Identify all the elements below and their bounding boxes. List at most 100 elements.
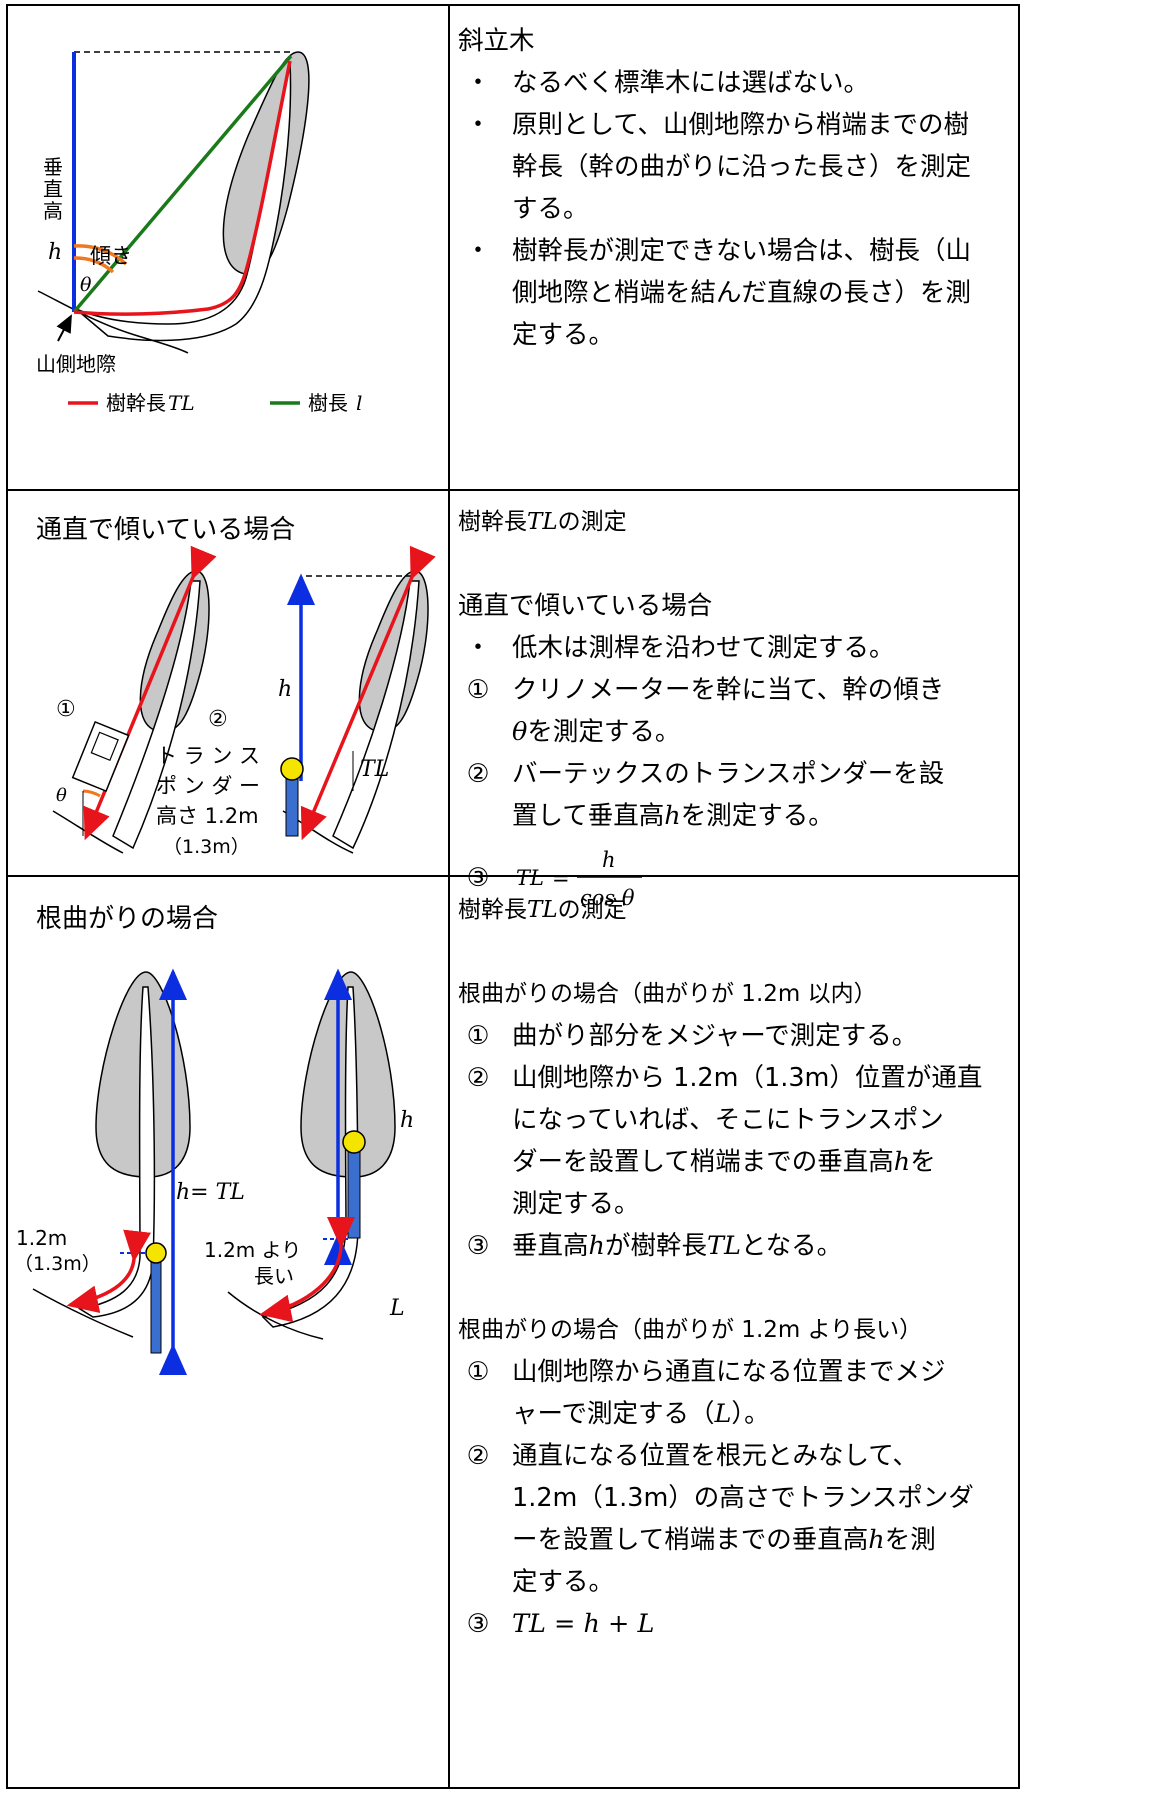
straight-leaning-figure-cell: 通直で傾いている場合 ① θ	[6, 489, 450, 877]
ground-line	[37, 290, 189, 354]
leaning-tree-text-cell: 斜立木 ・なるべく標準木には選ばない。 ・原則として、山側地際から梢端までの樹 …	[448, 4, 1020, 491]
root-bend-figure-cell: 根曲がりの場合 h= TL 1.2m （1.3m）	[6, 875, 450, 1789]
rule-line-6: 側地際と梢端を結んだ直線の長さ）を測	[512, 278, 972, 308]
root-bend-title: 根曲がりの場合	[36, 904, 218, 934]
transponder-label-2: ポ ン ダ ー	[156, 774, 260, 798]
step-1-text-b: を測定する。	[527, 717, 681, 747]
case-a-step-1: 曲がり部分をメジャーで測定する。	[512, 1021, 918, 1051]
straight-leaning-title: 通直で傾いている場合	[36, 515, 295, 545]
rule-line-1: なるべく標準木には選ばない。	[512, 68, 870, 98]
case-a-step-2-line-3: ダーを設置して梢端までの垂直高	[512, 1147, 894, 1177]
h-label: h	[48, 240, 62, 265]
measure-heading-symbol: TL	[527, 509, 558, 535]
theta-label-2: θ	[56, 785, 67, 806]
case-a-title: 根曲がりの場合（曲がりが 1.2m 以内）	[458, 981, 877, 1007]
case-b-mark-1: ①	[466, 1357, 490, 1387]
case-b-mark-2: ②	[466, 1441, 490, 1471]
case-b-l-symbol: L	[714, 1399, 732, 1429]
angle-arc-inner	[73, 256, 115, 274]
case-a-mark-1: ①	[466, 1021, 490, 1051]
case-b-formula: TL = h + L	[512, 1609, 655, 1639]
leaning-tree-diagram: 垂 直 高 h 傾き θ 山側地際 樹幹長 TL 樹長 l	[36, 51, 362, 415]
measure-heading-suffix-2: の測定	[557, 897, 627, 923]
case-b-step-2-line-3: ーを設置して梢端までの垂直高	[512, 1525, 869, 1555]
case-b-step-2-end: を測	[884, 1525, 936, 1555]
case-a-mark-2: ②	[466, 1063, 490, 1093]
theta-symbol: θ	[512, 717, 528, 747]
case-b-mark-3: ③	[466, 1609, 490, 1639]
leaning-tree-figure-cell: 垂 直 高 h 傾き θ 山側地際 樹幹長 TL 樹長 l	[6, 4, 450, 491]
case-a-step-2-end: を	[910, 1147, 936, 1177]
case-a-mark-3: ③	[466, 1231, 490, 1261]
step-2-text-b: 置して垂直高	[512, 801, 665, 831]
case-b-step-2-line-4: 定する。	[512, 1567, 615, 1597]
theta-label: θ	[80, 274, 92, 296]
transponder-label-3: 高さ 1.2m	[156, 804, 259, 828]
vertical-height-char-3: 高	[43, 199, 63, 223]
h-label-2: h	[278, 677, 292, 702]
case-b-step-1-line-2: ャーで測定する（	[512, 1399, 715, 1429]
case-b-step-1-line-1: 山側地際から通直になる位置までメジ	[512, 1357, 946, 1387]
low-tree-note: 低木は測桿を沿わせて測定する。	[512, 633, 895, 663]
step-2-text-a: バーテックスのトランスポンダーを設	[512, 759, 945, 789]
step1-mark: ①	[56, 697, 76, 722]
case-a-step-3-a: 垂直高	[512, 1231, 589, 1261]
measure-heading-symbol-2: TL	[527, 897, 558, 923]
case-b-step-2-line-2: 1.2m（1.3m）の高さでトランスポンダ	[512, 1483, 974, 1513]
rule-line-2: 原則として、山側地際から梢端までの樹	[512, 110, 969, 140]
case-a-step-3-tl: TL	[706, 1231, 741, 1261]
legend-tree-symbol: l	[356, 391, 362, 415]
measure-heading: 樹幹長	[458, 509, 527, 535]
vertical-height-char-1: 垂	[43, 155, 63, 179]
measure-heading-2: 樹幹長	[458, 897, 527, 923]
case-a-step-3-b: が樹幹長	[604, 1231, 707, 1261]
legend-tree-length: 樹長	[308, 391, 348, 415]
ground-point-label: 山側地際	[36, 352, 116, 376]
case-a-h-symbol: h	[893, 1147, 911, 1177]
trunk-length-line	[73, 60, 292, 316]
legend-trunk-symbol: TL	[168, 391, 195, 415]
long-bend-label-2: 長い	[254, 1264, 294, 1288]
case-b-h-symbol: h	[868, 1525, 885, 1555]
step-2-mark: ②	[466, 759, 490, 789]
bullet-mark: ・	[465, 110, 491, 140]
bullet-mark: ・	[465, 236, 491, 266]
rule-line-5: 樹幹長が測定できない場合は、樹長（山	[512, 236, 972, 266]
rule-line-7: 定する。	[512, 320, 615, 350]
case-a-step-2-line-1: 山側地際から 1.2m（1.3m）位置が通直	[512, 1063, 983, 1093]
short-bend-label-2: （1.3m）	[14, 1253, 101, 1275]
short-bend-label-1: 1.2m	[16, 1226, 67, 1250]
formula-numerator: h	[602, 848, 616, 872]
leaning-tree-table: 垂 直 高 h 傾き θ 山側地際 樹幹長 TL 樹長 l 斜立木 ・なるべく標…	[6, 4, 1020, 1789]
case-b-step-2-line-1: 通直になる位置を根元とみなして、	[512, 1441, 918, 1471]
step-1-text-a: クリノメーターを幹に当て、幹の傾き	[512, 675, 945, 705]
l-label: L	[389, 1296, 405, 1321]
case-a-step-2-line-4: 測定する。	[512, 1189, 640, 1219]
case-a-step-3-c: となる。	[740, 1231, 843, 1261]
case-a-step-3-h: h	[588, 1231, 605, 1261]
step-1-mark: ①	[466, 675, 490, 705]
rule-line-3: 幹長（幹の曲がりに沿った長さ）を測定	[512, 152, 972, 182]
bullet-mark: ・	[465, 633, 491, 663]
long-bend-label-1: 1.2m より	[204, 1238, 301, 1262]
leaning-tree-title: 斜立木	[458, 26, 535, 56]
vertical-height-char-2: 直	[43, 177, 63, 201]
straight-leaning-diagram: 通直で傾いている場合 ① θ	[36, 515, 436, 858]
measure-heading-suffix: の測定	[557, 509, 627, 535]
h-eq-tl-label: h= TL	[176, 1180, 245, 1205]
root-bend-diagram: 根曲がりの場合 h= TL 1.2m （1.3m）	[14, 904, 414, 1375]
angle-arc-outer	[73, 244, 128, 266]
tl-label: TL	[360, 757, 389, 782]
case-b-title: 根曲がりの場合（曲がりが 1.2m より長い）	[458, 1317, 923, 1343]
transponder-label-1: ト ラ ン ス	[156, 744, 260, 768]
transponder-label-4: （1.3m）	[163, 836, 250, 858]
step-2-text-c: を測定する。	[680, 801, 834, 831]
rule-line-4: する。	[512, 194, 589, 224]
step2-mark: ②	[208, 707, 228, 732]
legend-trunk-length: 樹幹長	[106, 391, 166, 415]
